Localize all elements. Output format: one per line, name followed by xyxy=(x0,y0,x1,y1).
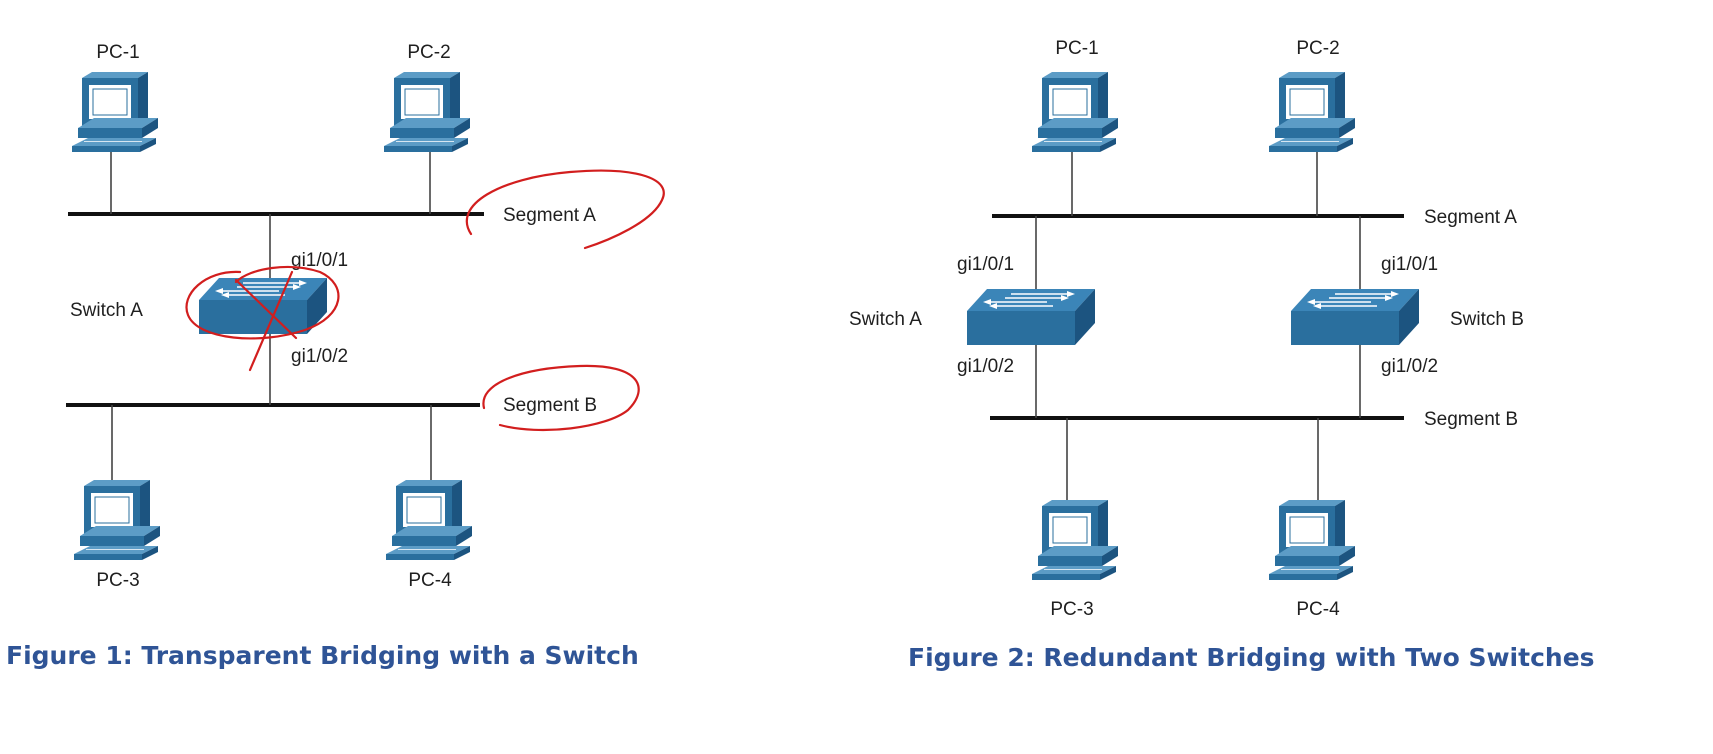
switch-cross-annotation xyxy=(234,278,298,340)
pc-1-label: PC-1 xyxy=(96,42,139,63)
switch-a-port-1-label: gi1/0/1 xyxy=(957,254,1014,275)
switch-b-port-1-label: gi1/0/1 xyxy=(1381,254,1438,275)
pc-3-label: PC-3 xyxy=(1050,599,1093,620)
figure-1-caption: Figure 1: Transparent Bridging with a Sw… xyxy=(6,641,639,670)
segment-a-label: Segment A xyxy=(503,205,596,226)
pc-3-label: PC-3 xyxy=(96,570,139,591)
pc-4-label: PC-4 xyxy=(1296,599,1340,620)
switch-a-label: Switch A xyxy=(849,309,922,330)
switch-circle-annotation xyxy=(185,266,340,340)
segment-a-circle-annotation xyxy=(465,169,665,250)
switch-b-label: Switch B xyxy=(1450,309,1524,330)
figure-1: PC-1 PC-2 PC-3 PC-4 Segment A Segment B … xyxy=(6,42,665,670)
switch-a-port-2-label: gi1/0/2 xyxy=(957,356,1014,377)
pc-4-icon xyxy=(385,479,473,561)
segment-b-label: Segment B xyxy=(503,395,597,416)
switch-b-icon xyxy=(1290,288,1420,346)
figure-2-caption: Figure 2: Redundant Bridging with Two Sw… xyxy=(908,643,1595,672)
pc-1-icon xyxy=(1031,71,1119,153)
pc-2-icon xyxy=(1268,71,1356,153)
pc-2-label: PC-2 xyxy=(1296,38,1339,59)
pc-4-label: PC-4 xyxy=(408,570,452,591)
pc-2-label: PC-2 xyxy=(407,42,450,63)
switch-a-icon xyxy=(966,288,1096,346)
switch-cross-annotation-2 xyxy=(248,270,294,372)
pc-3-icon xyxy=(73,479,161,561)
pc-2-icon xyxy=(383,71,471,153)
switch-b-port-2-label: gi1/0/2 xyxy=(1381,356,1438,377)
port-gi1-0-2-label: gi1/0/2 xyxy=(291,346,348,367)
segment-b-circle-annotation xyxy=(482,364,640,432)
pc-1-label: PC-1 xyxy=(1055,38,1098,59)
pc-4-icon xyxy=(1268,499,1356,581)
pc-1-icon xyxy=(71,71,159,153)
figure-2: PC-1 PC-2 PC-3 PC-4 Segment A Segment B … xyxy=(849,38,1595,672)
port-gi1-0-1-label: gi1/0/1 xyxy=(291,250,348,271)
pc-3-icon xyxy=(1031,499,1119,581)
switch-a-label: Switch A xyxy=(70,300,143,321)
segment-a-label: Segment A xyxy=(1424,207,1517,228)
segment-b-label: Segment B xyxy=(1424,409,1518,430)
